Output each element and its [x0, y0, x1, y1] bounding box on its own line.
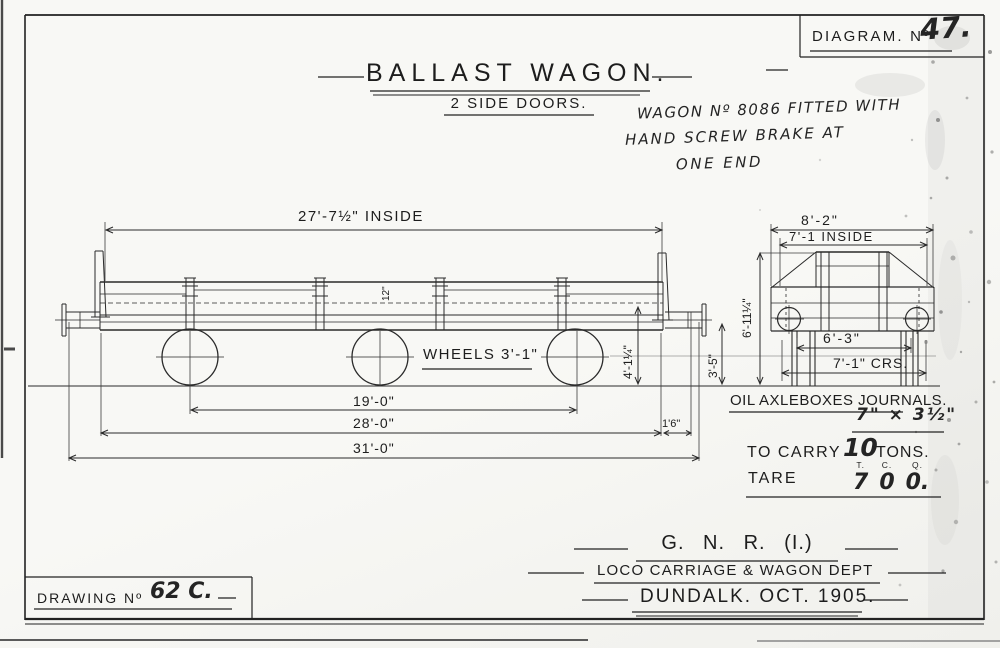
page-title: BALLAST WAGON. [366, 59, 670, 87]
dim-buffer-height: 3'-5" [706, 354, 720, 378]
dim-plank-depth: 12" [381, 286, 392, 301]
scan-speckles [759, 50, 998, 587]
dimension-lines [67, 226, 935, 462]
journal-size-value: 7" × 3½" [856, 405, 958, 425]
tare-digit: 7 [853, 470, 869, 495]
tare-unit: T. [856, 460, 865, 470]
dim-over-headstocks: 28'-0" [353, 415, 395, 431]
page-subtitle: 2 SIDE DOORS. [450, 95, 588, 112]
dim-inside-length: 27'-7½" INSIDE [298, 208, 424, 225]
company-name: G. N. R. (I.) [661, 532, 813, 554]
tare-cwt: C. 0 [879, 460, 894, 495]
dim-overall-length: 31'-0" [353, 440, 395, 456]
tare-value: T. 7 C. 0 Q. 0. [853, 460, 929, 495]
tare-qtr: Q. 0. [906, 460, 930, 495]
dim-buffer-projection: 1'6" [662, 418, 681, 430]
border-frame [24, 14, 985, 625]
dim-frame-width: 6'-3" [823, 330, 861, 346]
extension-lines [68, 222, 934, 461]
dim-width-inside: 7'-1 INSIDE [789, 229, 874, 244]
text-rules [34, 50, 952, 617]
tare-label: TARE [748, 470, 798, 487]
tare-unit: C. [881, 460, 893, 470]
department-name: LOCO CARRIAGE & WAGON DEPT [597, 562, 874, 579]
drawing-number-label: DRAWING Nº [37, 590, 144, 606]
place-and-date: DUNDALK. OCT. 1905. [640, 586, 876, 607]
scan-noise-band [855, 16, 986, 620]
diagram-number-value: 47. [918, 9, 973, 47]
wheels-diameter-label: WHEELS 3'-1" [423, 346, 539, 363]
side-elevation [28, 250, 940, 387]
axleboxes-label: OIL AXLEBOXES JOURNALS. [730, 392, 947, 409]
handwritten-note-line3: ONE END [675, 152, 764, 174]
tare-tons: T. 7 [853, 460, 868, 495]
dim-wheelbase: 19'-0" [353, 393, 395, 409]
dim-wheel-centres: 7'-1" CRS. [833, 355, 909, 371]
dim-body-height: 6'-11¼" [740, 298, 754, 338]
diagram-number-label: DIAGRAM. Nº [812, 28, 931, 45]
dim-width-overall: 8'-2" [801, 212, 839, 228]
tare-digit: 0. [905, 470, 930, 495]
drawing-number-value: 62 C. [150, 579, 213, 604]
carry-capacity-units: TONS. [876, 444, 930, 461]
tare-unit: Q. [911, 460, 923, 470]
tare-digit: 0 [879, 470, 895, 495]
end-elevation [770, 251, 935, 386]
carry-capacity-value: 10 [843, 433, 878, 462]
dim-floor-height: 4'-1¼" [621, 345, 635, 379]
carry-capacity-label: TO CARRY [747, 444, 842, 461]
